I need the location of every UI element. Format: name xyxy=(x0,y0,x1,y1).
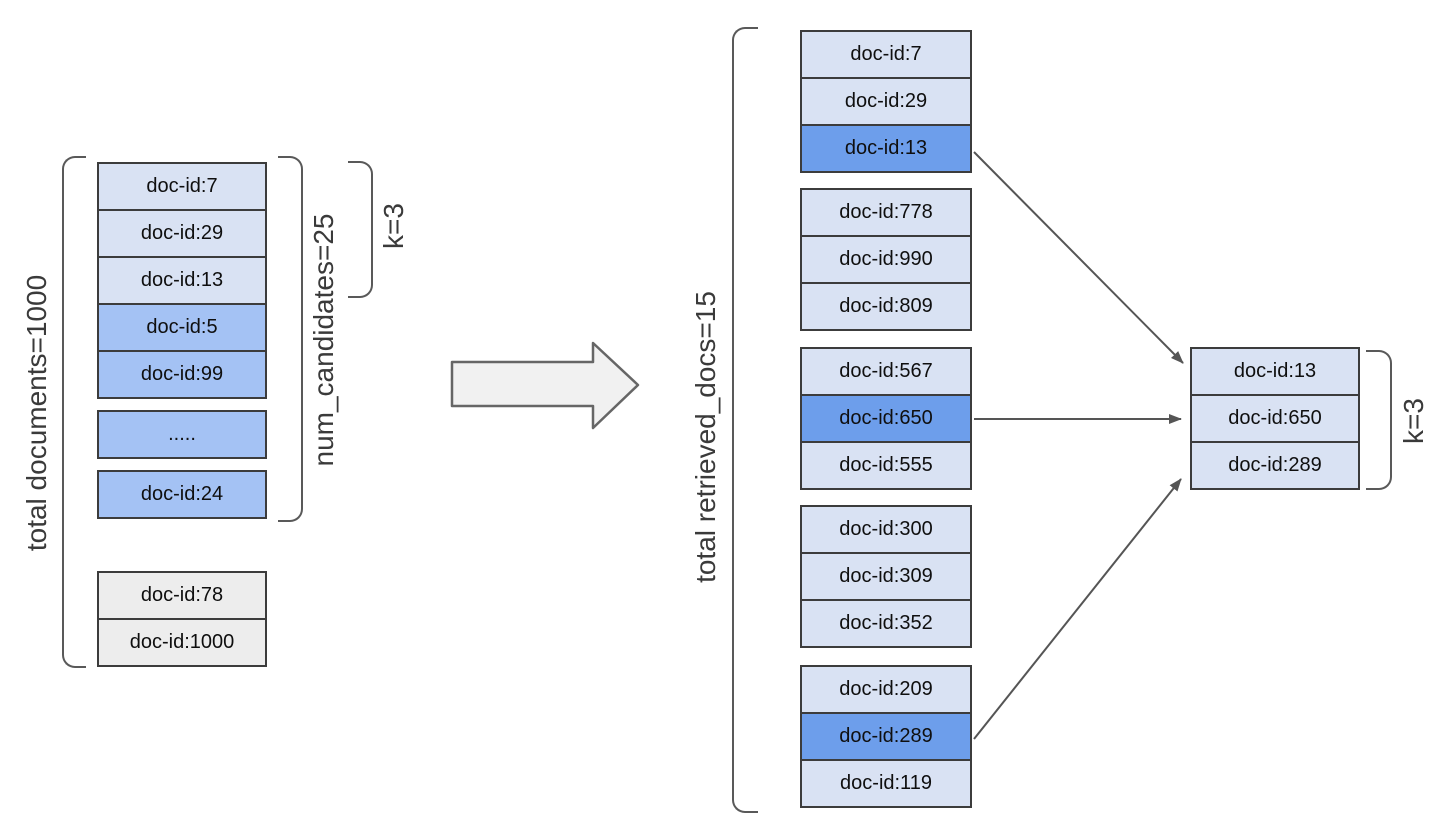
k-bracket-right xyxy=(1366,350,1392,490)
retrieved-doc-box: doc-id:119 xyxy=(800,759,972,808)
retrieved-doc-box-selected: doc-id:13 xyxy=(800,124,972,173)
retrieved-doc-box: doc-id:778 xyxy=(800,188,972,237)
retrieved-doc-box: doc-id:309 xyxy=(800,552,972,601)
candidate-ellipsis-box: ..... xyxy=(97,410,267,459)
non-candidate-stack: doc-id:78 doc-id:1000 xyxy=(97,571,267,667)
retrieved-group-1: doc-id:7 doc-id:29 doc-id:13 xyxy=(800,30,972,173)
retrieved-group-5: doc-id:209 doc-id:289 doc-id:119 xyxy=(800,665,972,808)
non-candidate-doc-box: doc-id:1000 xyxy=(97,618,267,667)
selection-arrow-doc-289 xyxy=(973,478,1182,740)
result-doc-box: doc-id:650 xyxy=(1190,394,1360,443)
total-documents-label: total documents=1000 xyxy=(21,274,52,552)
retrieved-doc-box-selected: doc-id:289 xyxy=(800,712,972,761)
num-candidates-label: num_candidates=25 xyxy=(308,213,339,467)
retrieved-doc-box-selected: doc-id:650 xyxy=(800,394,972,443)
candidate-doc-box: doc-id:13 xyxy=(97,256,267,305)
k-bracket-left xyxy=(348,161,373,298)
k-label-right: k=3 xyxy=(1398,398,1429,444)
candidate-stack-top: doc-id:7 doc-id:29 doc-id:13 doc-id:5 do… xyxy=(97,162,267,399)
retrieved-doc-box: doc-id:209 xyxy=(800,665,972,714)
retrieved-doc-box: doc-id:300 xyxy=(800,505,972,554)
retrieved-doc-box: doc-id:29 xyxy=(800,77,972,126)
retrieved-doc-box: doc-id:7 xyxy=(800,30,972,79)
retrieved-doc-box: doc-id:990 xyxy=(800,235,972,284)
retrieved-doc-box: doc-id:555 xyxy=(800,441,972,490)
candidate-doc-box: doc-id:5 xyxy=(97,303,267,352)
result-doc-box: doc-id:13 xyxy=(1190,347,1360,396)
retrieved-group-4: doc-id:300 doc-id:309 doc-id:352 xyxy=(800,505,972,648)
num-candidates-bracket xyxy=(278,156,303,522)
candidate-doc-box: doc-id:99 xyxy=(97,350,267,399)
candidate-doc-box: doc-id:29 xyxy=(97,209,267,258)
non-candidate-doc-box: doc-id:78 xyxy=(97,571,267,620)
candidate-doc-box: doc-id:24 xyxy=(97,470,267,519)
retrieved-doc-box: doc-id:567 xyxy=(800,347,972,396)
retrieved-group-3: doc-id:567 doc-id:650 doc-id:555 xyxy=(800,347,972,490)
result-doc-box: doc-id:289 xyxy=(1190,441,1360,490)
retrieved-doc-box: doc-id:352 xyxy=(800,599,972,648)
retrieved-group-2: doc-id:778 doc-id:990 doc-id:809 xyxy=(800,188,972,331)
total-retrieved-label: total retrieved_docs=15 xyxy=(690,291,721,583)
candidate-doc-box: doc-id:7 xyxy=(97,162,267,211)
retrieved-doc-box: doc-id:809 xyxy=(800,282,972,331)
total-documents-bracket xyxy=(62,156,86,668)
total-retrieved-bracket xyxy=(732,27,758,813)
selection-arrow-doc-13 xyxy=(973,151,1184,364)
k-label-left: k=3 xyxy=(378,203,409,249)
result-stack: doc-id:13 doc-id:650 doc-id:289 xyxy=(1190,347,1360,490)
transform-arrow-icon xyxy=(450,341,640,430)
